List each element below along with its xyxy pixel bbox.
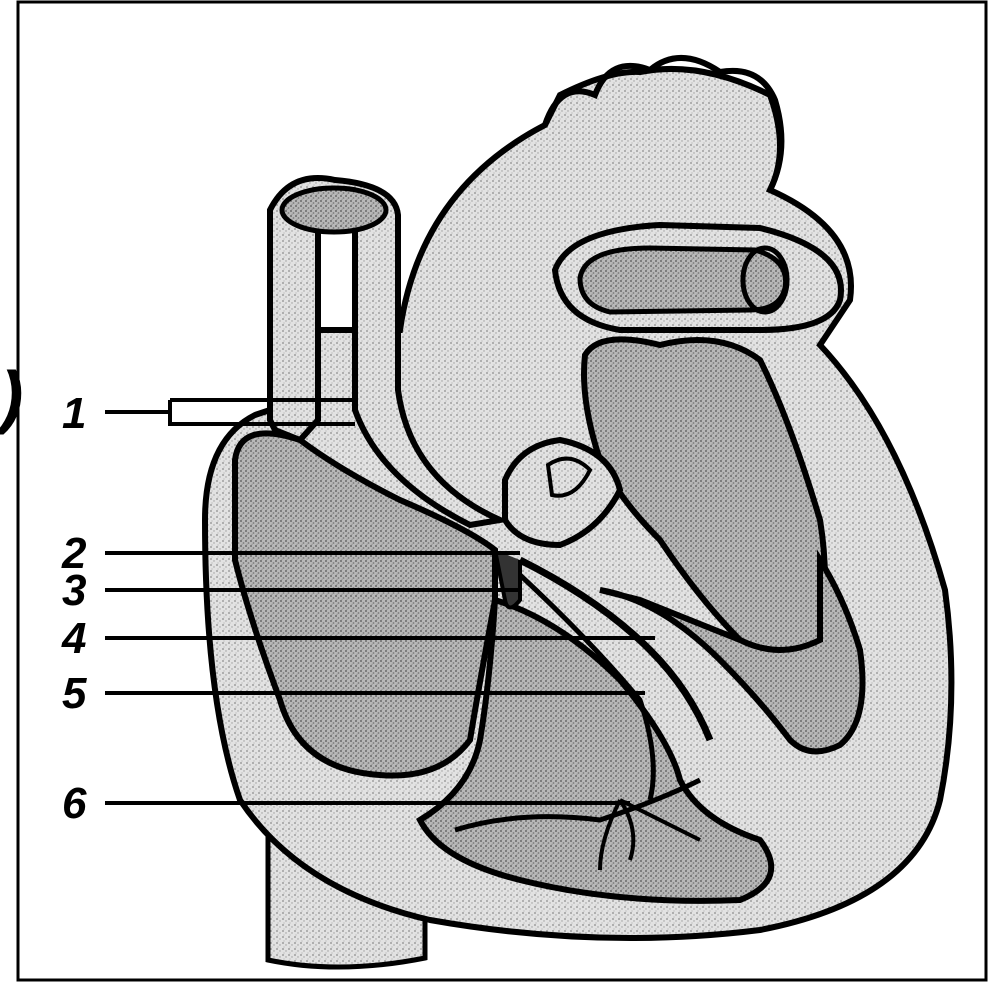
superior-vena-cava-opening <box>282 188 386 232</box>
label-6: 6 <box>62 779 87 828</box>
label-5: 5 <box>62 669 87 718</box>
label-4: 4 <box>61 614 86 663</box>
label-3: 3 <box>62 566 86 615</box>
label-1: 1 <box>62 389 86 438</box>
pulmonary-artery-lumen <box>580 248 786 312</box>
corner-mark: ) <box>0 357 23 435</box>
